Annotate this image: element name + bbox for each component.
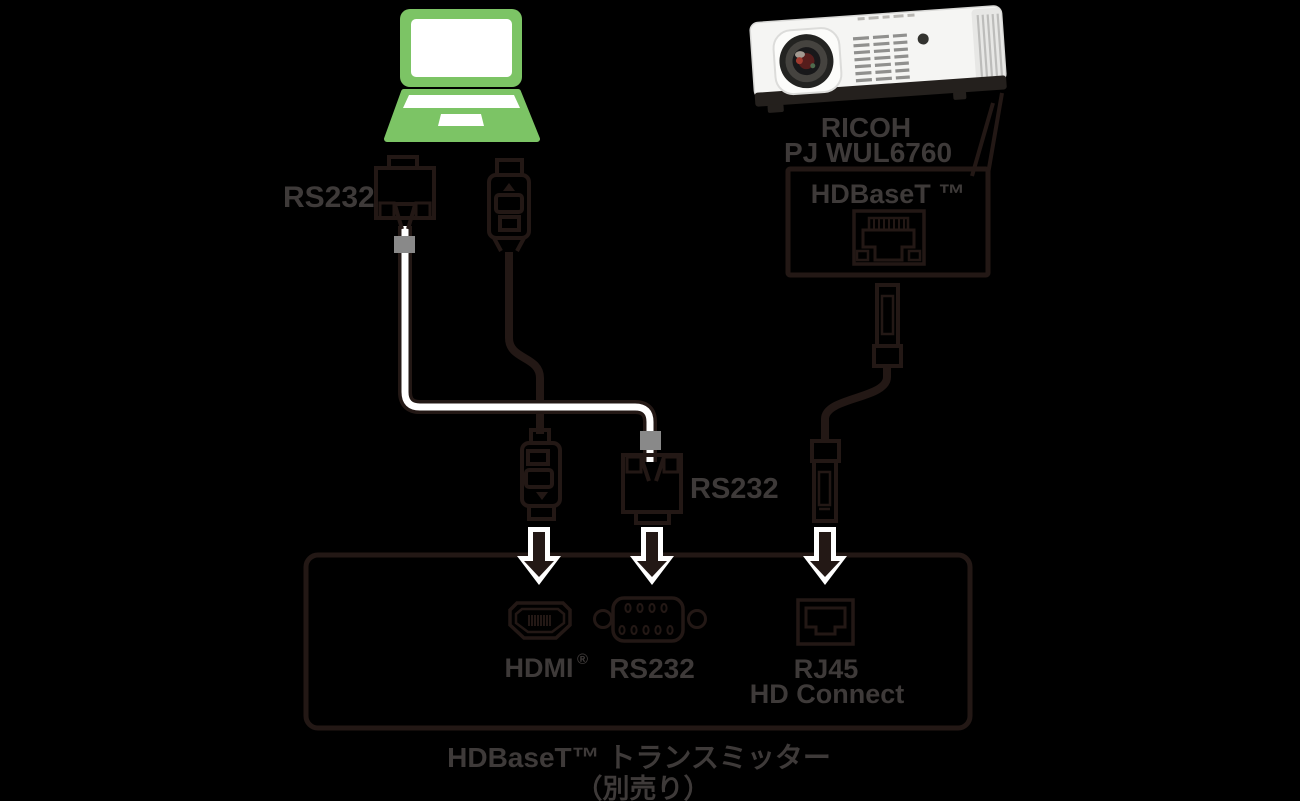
- hdbaset-panel-label: HDBaseT ™: [811, 179, 966, 209]
- rs232-source-label: RS232: [283, 181, 375, 214]
- rj45-plug-bottom-icon: [810, 439, 841, 523]
- rj45-plug-top-icon: [872, 283, 903, 368]
- down-arrow-rs232-icon: [630, 527, 674, 585]
- transmitter-caption-line2: （別売り）: [576, 774, 711, 801]
- projector-vents: [852, 33, 910, 83]
- projector-photo: [749, 5, 1007, 113]
- callout-lines: [970, 92, 1004, 177]
- hdbaset-port-panel: HDBaseT ™: [785, 166, 991, 278]
- strain-relief-top: [394, 236, 415, 253]
- port-label-hd-connect: HD Connect: [750, 679, 905, 709]
- hdmi-cable: [505, 252, 544, 434]
- hdmi-plug-top-icon: [487, 158, 531, 252]
- projector-top-logo: [857, 13, 915, 21]
- down-arrow-rj45-icon: [803, 527, 847, 585]
- transmitter-box: HDMI ® RS232 RJ45 HD Connect: [303, 552, 973, 731]
- hdmi-port-icon: [508, 601, 572, 640]
- projector-name-line2: PJ WUL6760: [784, 137, 952, 168]
- projector-lens: [772, 27, 843, 96]
- port-label-rs232: RS232: [609, 653, 695, 684]
- port-label-rj45: RJ45: [794, 654, 859, 684]
- port-label-hdmi: HDMI: [505, 653, 574, 683]
- projector-name-line1: RICOH: [821, 112, 911, 143]
- rj45-port-icon: [796, 598, 855, 646]
- rs232-transmitter-label: RS232: [690, 473, 779, 505]
- dsub-connector-top-icon: [374, 155, 436, 230]
- port-label-hdmi-mark: ®: [577, 651, 588, 668]
- rs232-port-icon: [593, 596, 707, 643]
- hdbaset-cable: [821, 366, 891, 443]
- laptop-icon: [384, 9, 540, 142]
- rj45-jack-icon: [852, 209, 926, 266]
- down-arrow-hdmi-icon: [517, 527, 561, 585]
- projector-sensor: [917, 33, 929, 45]
- hdmi-plug-bottom-icon: [520, 428, 562, 521]
- dsub-connector-bottom-icon: [621, 453, 683, 525]
- transmitter-caption-line1: HDBaseT™ トランスミッター: [447, 742, 831, 773]
- rs232-cable: [398, 226, 657, 462]
- strain-relief-bottom: [640, 431, 661, 450]
